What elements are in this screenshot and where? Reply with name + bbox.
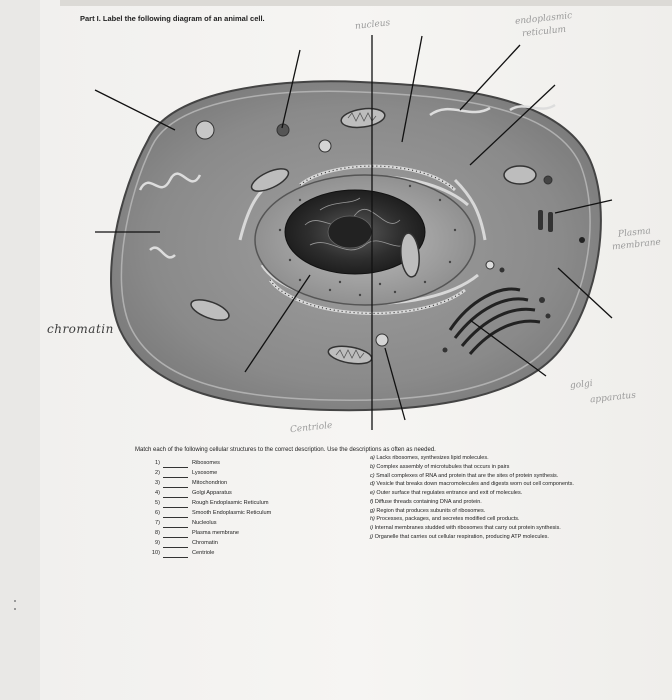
description-row: h) Processes, packages, and secretes mod…	[370, 516, 520, 523]
structure-row: 10)Centriole	[151, 550, 215, 558]
answer-blank[interactable]	[163, 490, 188, 498]
structure-row: 5)Rough Endoplasmic Reticulum	[155, 500, 269, 508]
structure-row: 3)Mitochondrion	[155, 480, 228, 488]
chromatin-threads	[304, 197, 411, 251]
description-row: g) Region that produces subunits of ribo…	[370, 507, 486, 514]
answer-blank[interactable]	[163, 500, 188, 508]
structure-row: 1)Ribosomes	[155, 460, 220, 468]
answer-blank[interactable]	[163, 470, 188, 478]
description-row: b) Complex assembly of microtubules that…	[370, 463, 510, 470]
structure-row: 7)Nucleolus	[155, 520, 217, 528]
description-row: d) Vesicle that breaks down macromolecul…	[370, 481, 574, 488]
handwritten-chromatin: chromatin	[47, 322, 114, 336]
description-row: e) Outer surface that regulates entrance…	[370, 490, 523, 497]
answer-blank[interactable]	[163, 530, 188, 538]
answer-blank[interactable]	[163, 510, 188, 518]
structure-row: 2)Lysosome	[155, 470, 218, 478]
structure-row: 9)Chromatin	[155, 540, 218, 548]
answer-blank[interactable]	[163, 540, 188, 548]
answer-blank[interactable]	[163, 550, 188, 558]
answer-blank[interactable]	[163, 520, 188, 528]
page-title: Part I. Label the following diagram of a…	[80, 14, 265, 23]
golgi-apparatus	[448, 287, 541, 355]
vesicles	[195, 120, 553, 347]
description-row: f) Diffuse threads containing DNA and pr…	[370, 498, 482, 505]
description-row: a) Lacks ribosomes, synthesizes lipid mo…	[370, 455, 489, 461]
margin-mark	[14, 608, 16, 610]
page-top-edge	[60, 0, 672, 6]
answer-blank[interactable]	[163, 480, 188, 488]
match-instructions: Match each of the following cellular str…	[135, 447, 436, 453]
nucleolus	[327, 215, 373, 249]
structure-row: 8)Plasma membrane	[155, 530, 239, 538]
structure-row: 6)Smooth Endoplasmic Reticulum	[155, 510, 272, 518]
margin-mark	[14, 600, 16, 602]
mitochondria	[190, 107, 537, 365]
centrioles	[538, 210, 553, 232]
structure-list: 1)Ribosomes 2)Lysosome 3)Mitochondrion 4…	[140, 458, 271, 558]
description-row: j) Organelle that carries out cellular r…	[370, 534, 549, 541]
leader-lines	[94, 35, 613, 430]
description-list: a) Lacks ribosomes, synthesizes lipid mo…	[370, 455, 620, 543]
animal-cell-diagram	[94, 35, 613, 430]
smooth-er	[138, 103, 556, 259]
structure-row: 4)Golgi Apparatus	[155, 490, 232, 498]
description-row: i) Internal membranes studded with ribos…	[370, 525, 561, 532]
description-row: c) Small complexes of RNA and protein th…	[370, 472, 559, 479]
answer-blank[interactable]	[163, 460, 188, 468]
